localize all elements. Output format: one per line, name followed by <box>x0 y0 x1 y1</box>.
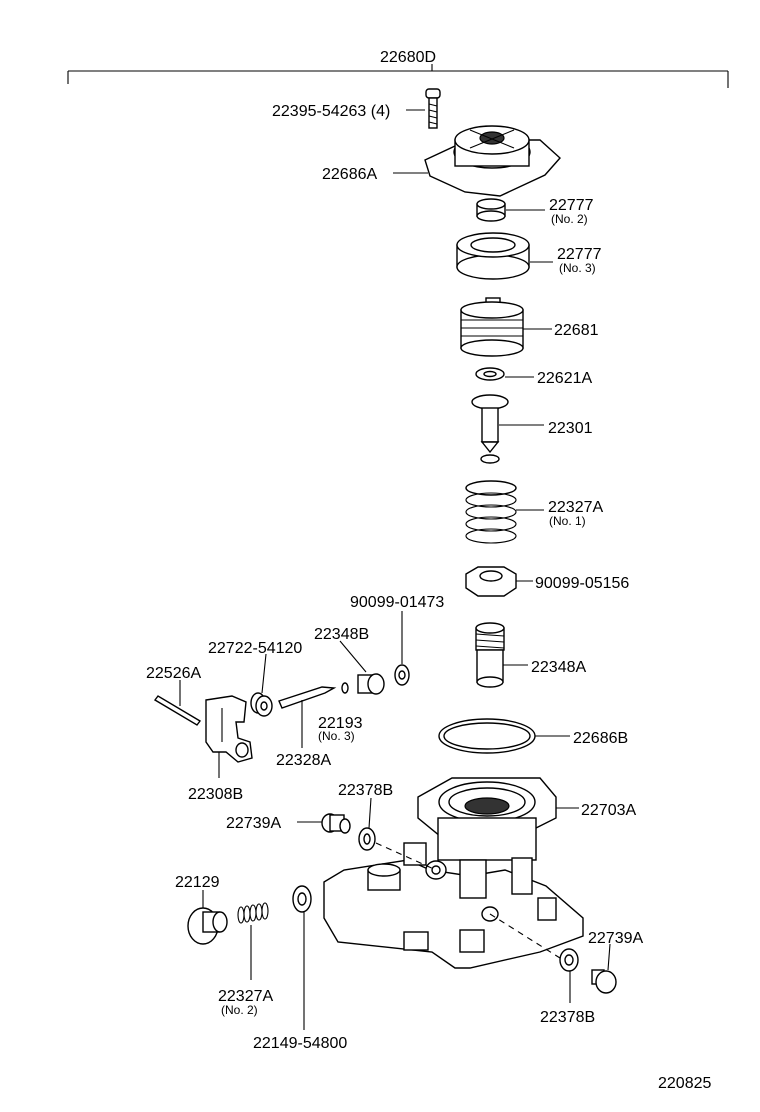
cover-22686A <box>424 125 561 197</box>
label-22777-no3[interactable]: 22777 <box>557 246 602 263</box>
label-22129[interactable]: 22129 <box>175 874 220 891</box>
gasket-22686B <box>438 718 536 754</box>
label-22739A-left[interactable]: 22739A <box>226 815 281 832</box>
label-22722-54120[interactable]: 22722-54120 <box>208 640 302 657</box>
label-22739A-right[interactable]: 22739A <box>588 930 643 947</box>
washer-22149-54800-hole <box>297 892 307 906</box>
note-22327A-no1: (No. 1) <box>549 514 586 528</box>
label-22378B-bottom[interactable]: 22378B <box>540 1009 595 1026</box>
ring-22777-no3 <box>456 232 530 280</box>
plug-22129 <box>187 907 228 945</box>
nut-90099-05156 <box>465 566 517 597</box>
label-22308B[interactable]: 22308B <box>188 786 243 803</box>
label-22777-no2[interactable]: 22777 <box>549 197 594 214</box>
valve-22777-no2 <box>476 198 506 222</box>
label-90099-01473[interactable]: 90099-01473 <box>350 594 444 611</box>
label-22703A[interactable]: 22703A <box>581 802 636 819</box>
valve-22301 <box>471 394 509 464</box>
diaphragm-22681 <box>460 297 524 357</box>
nut-22722-54120 <box>250 692 273 717</box>
spring-22327A-no1 <box>465 480 517 544</box>
label-22681[interactable]: 22681 <box>554 322 599 339</box>
label-22149-54800[interactable]: 22149-54800 <box>253 1035 347 1052</box>
label-22193[interactable]: 22193 <box>318 715 363 732</box>
washer-22378B-top-hole <box>363 833 371 845</box>
note-22327A-no2: (No. 2) <box>221 1003 258 1017</box>
oring-22193 <box>341 682 349 694</box>
label-22327A-no2[interactable]: 22327A <box>218 988 273 1005</box>
adjuster-22348A <box>475 622 505 688</box>
pin-22328A <box>278 686 337 709</box>
label-22395-54263[interactable]: 22395-54263 (4) <box>272 103 390 120</box>
label-22301[interactable]: 22301 <box>548 420 593 437</box>
assembly-bracket <box>67 64 729 88</box>
spring-22327A-no2 <box>237 902 269 924</box>
plug-22348B <box>357 673 385 695</box>
label-22348B[interactable]: 22348B <box>314 626 369 643</box>
label-22328A[interactable]: 22328A <box>276 752 331 769</box>
label-22327A-no1[interactable]: 22327A <box>548 499 603 516</box>
label-22686A[interactable]: 22686A <box>322 166 377 183</box>
lever-22308B <box>205 695 253 763</box>
label-22526A[interactable]: 22526A <box>146 665 201 682</box>
housing-22703A <box>417 777 557 861</box>
label-90099-05156[interactable]: 90099-05156 <box>535 575 629 592</box>
screw-22395 <box>425 88 441 129</box>
bolt-22739A-right <box>591 969 617 994</box>
assembly-number[interactable]: 22680D <box>380 49 436 66</box>
note-22777-no2: (No. 2) <box>551 212 588 226</box>
label-22378B-top[interactable]: 22378B <box>338 782 393 799</box>
note-22193: (No. 3) <box>318 729 355 743</box>
washer-90099-01473-hole <box>398 670 406 680</box>
washer-22378B-bottom-hole <box>564 954 574 966</box>
label-22348A[interactable]: 22348A <box>531 659 586 676</box>
label-22621A[interactable]: 22621A <box>537 370 592 387</box>
figure-code: 220825 <box>658 1075 711 1092</box>
base-body <box>323 842 584 969</box>
note-22777-no3: (No. 3) <box>559 261 596 275</box>
pin-22526A <box>153 695 202 726</box>
washer-22621A <box>475 367 505 381</box>
label-22686B[interactable]: 22686B <box>573 730 628 747</box>
bolt-22739A-left <box>321 813 351 834</box>
